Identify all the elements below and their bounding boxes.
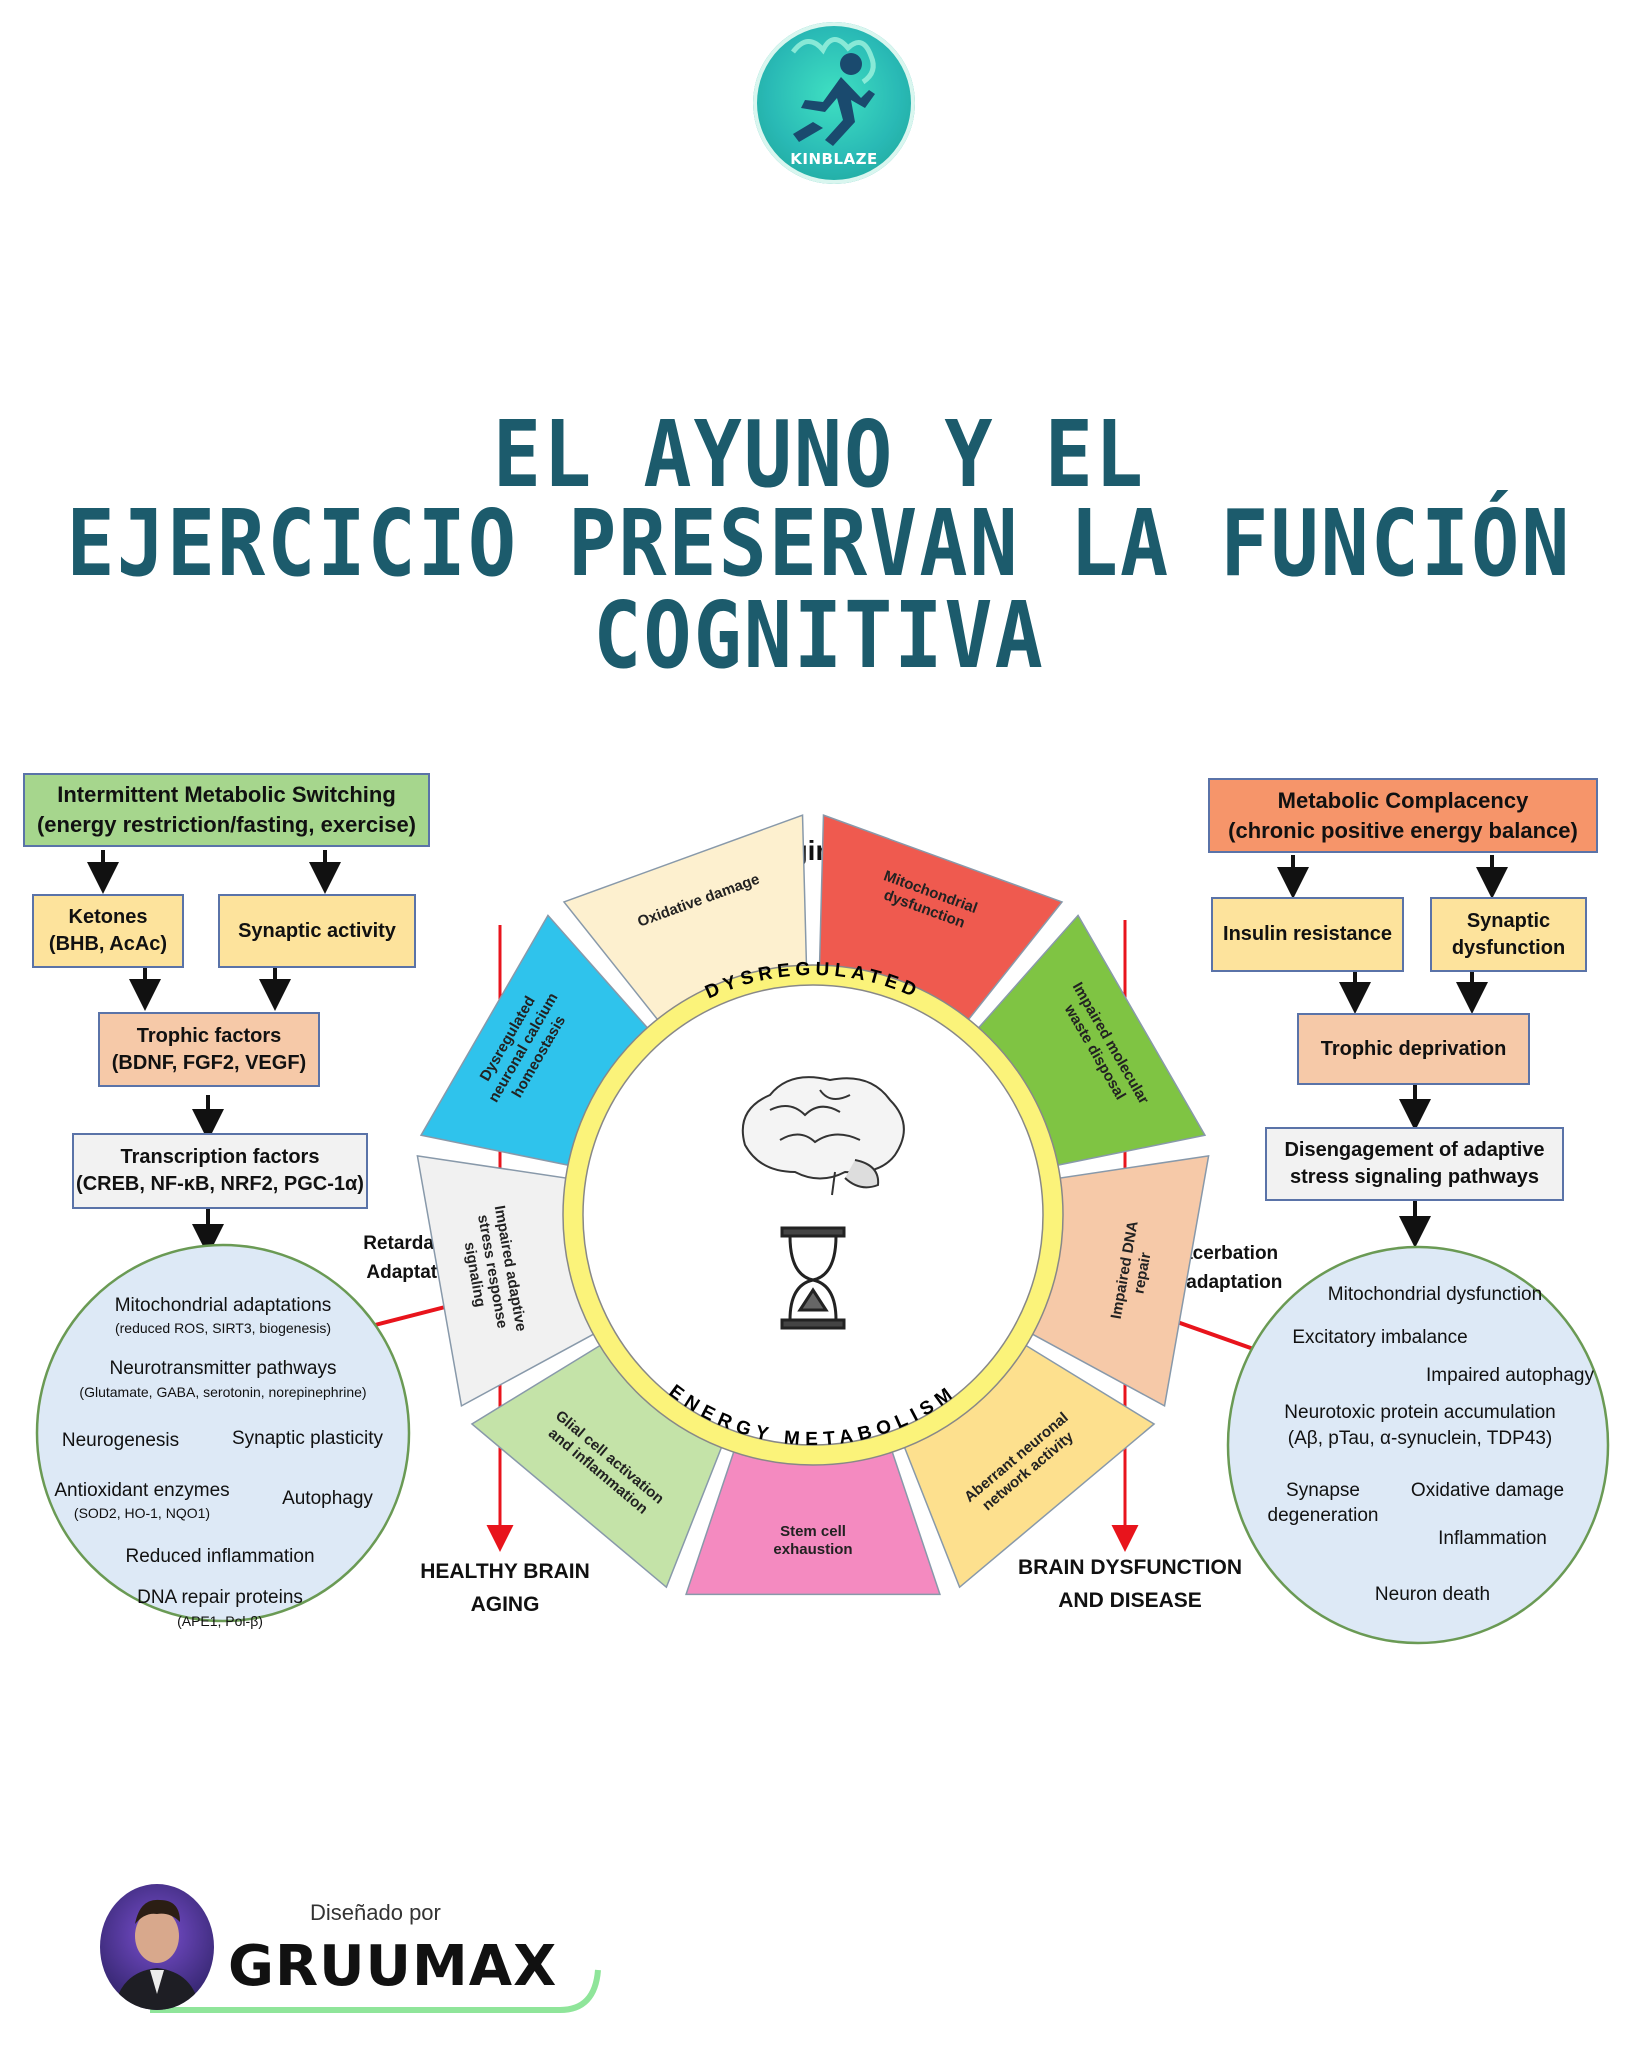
ketones-title: Ketones <box>68 906 148 928</box>
runner-icon <box>791 37 876 146</box>
neurotoxic-sub: (Aβ, pTau, α-synuclein, TDP43) <box>1287 1428 1553 1449</box>
antioxidant-sub: (SOD2, HO-1, NQO1) <box>73 1505 211 1521</box>
red-arrow-left-in <box>374 1282 508 1327</box>
insulin-resistance-box: Insulin resistance <box>1211 897 1404 972</box>
transcription-factors-box: Transcription factors (CREB, NF-κB, NRF2,… <box>72 1133 368 1209</box>
degeneration-label: degeneration <box>1267 1505 1379 1526</box>
disengagement-title: Disengagement of adaptive <box>1284 1139 1545 1161</box>
mito-adaptations: Mitochondrial adaptations <box>114 1295 332 1316</box>
metabolic-complacency-box: Metabolic Complacency (chronic positive e… <box>1208 778 1598 853</box>
insulin-resistance-label: Insulin resistance <box>1223 923 1392 945</box>
left-outcome-circle <box>35 1243 411 1623</box>
neurogenesis: Neurogenesis <box>61 1430 180 1451</box>
neurotransmitter-pathways: Neurotransmitter pathways <box>109 1358 337 1379</box>
impaired-autophagy: Impaired autophagy <box>1426 1365 1594 1386</box>
transcription-factors-title: Transcription factors <box>120 1146 320 1168</box>
synaptic-activity-label: Synaptic activity <box>238 919 396 942</box>
metabolic-switching-box: Intermittent Metabolic Switching (energy … <box>23 773 430 847</box>
excitatory-imbalance: Excitatory imbalance <box>1292 1327 1468 1348</box>
trophic-deprivation-label: Trophic deprivation <box>1320 1037 1507 1060</box>
dna-repair-proteins: DNA repair proteins <box>137 1587 303 1608</box>
synaptic-dysfunction-sub: dysfunction <box>1451 936 1566 959</box>
reduced-inflammation: Reduced inflammation <box>125 1546 315 1567</box>
mito-dysfunction: Mitochondrial dysfunction <box>1327 1284 1543 1305</box>
oxidative-damage: Oxidative damage <box>1410 1480 1565 1501</box>
red-arrow-right-in <box>1119 1296 1263 1354</box>
dna-repair-sub: (APE1, Pol-β) <box>177 1613 263 1629</box>
inflammation: Inflammation <box>1438 1528 1547 1549</box>
mito-adaptations-sub: (reduced ROS, SIRT3, biogenesis) <box>114 1320 332 1336</box>
antioxidant-enzymes: Antioxidant enzymes <box>54 1480 230 1501</box>
autophagy: Autophagy <box>282 1488 373 1509</box>
trophic-factors-box: Trophic factors (BDNF, FGF2, VEGF) <box>98 1012 320 1087</box>
kinblaze-logo: KINBLAZE <box>753 22 915 184</box>
trophic-factors-sub: (BDNF, FGF2, VEGF) <box>111 1051 307 1074</box>
designer-avatar <box>100 1884 214 2010</box>
trophic-deprivation-box: Trophic deprivation <box>1297 1013 1530 1085</box>
synaptic-dysfunction-box: Synaptic dysfunction <box>1430 897 1587 972</box>
neurotransmitter-sub: (Glutamate, GABA, serotonin, norepinephr… <box>79 1384 367 1400</box>
metabolic-switching-sub: (energy restriction/fasting, exercise) <box>36 812 417 837</box>
page-title-line2: EJERCICIO PRESERVAN LA FUNCIÓN COGNITIVA <box>66 489 1572 689</box>
neurotoxic-accumulation: Neurotoxic protein accumulation <box>1284 1402 1556 1423</box>
metabolic-switching-title: Intermittent Metabolic Switching <box>57 782 396 808</box>
right-outcome-circle <box>1226 1245 1610 1645</box>
metabolic-complacency-sub: (chronic positive energy balance) <box>1228 817 1578 843</box>
footer-banner <box>150 1969 601 2013</box>
aging-title: Aging <box>770 835 850 866</box>
synaptic-dysfunction-title: Synaptic <box>1466 909 1551 932</box>
disengagement-box: Disengagement of adaptive stress signalin… <box>1265 1127 1564 1201</box>
disengagement-sub: stress signaling pathways <box>1290 1166 1539 1188</box>
metabolic-complacency-title: Metabolic Complacency <box>1277 787 1529 813</box>
synaptic-plasticity: Synaptic plasticity <box>231 1428 383 1449</box>
neuron-death: Neuron death <box>1374 1584 1491 1605</box>
gruumax-brand: GRUUMAX <box>228 1934 558 1999</box>
ketones-sub: (BHB, AcAc) <box>48 933 168 955</box>
synapse-label: Synapse <box>1286 1480 1360 1501</box>
ketones-box: Ketones (BHB, AcAc) <box>32 894 184 968</box>
designed-by-label: Diseñado por <box>310 1900 441 1925</box>
page-title-line1: EL AYUNO Y EL <box>492 400 1146 508</box>
logo-text: KINBLAZE <box>790 150 878 168</box>
transcription-factors-sub: (CREB, NF-κB, NRF2, PGC-1α) <box>76 1173 364 1195</box>
synaptic-activity-box: Synaptic activity <box>218 894 416 968</box>
trophic-factors-title: Trophic factors <box>136 1024 282 1047</box>
